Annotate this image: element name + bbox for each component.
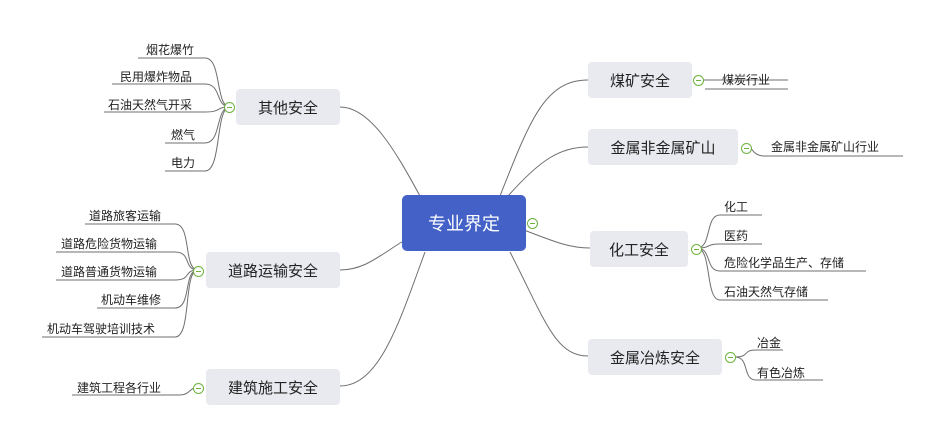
collapse-toggle-icon[interactable]: [193, 266, 204, 277]
leaf-other-2[interactable]: 石油天然气开采: [108, 98, 193, 112]
branch-node-chemical[interactable]: 化工安全: [590, 231, 688, 267]
connector-coal: [499, 79, 589, 197]
collapse-toggle-icon[interactable]: [741, 143, 752, 154]
leaf-metal-mine-0[interactable]: 金属非金属矿山行业: [771, 140, 880, 154]
leaf-other-3[interactable]: 燃气: [171, 128, 196, 142]
collapse-toggle-icon[interactable]: [527, 218, 538, 229]
leaf-chemical-1[interactable]: 医药: [724, 229, 749, 243]
leaf-metallurgy-1[interactable]: 有色冶炼: [757, 366, 806, 380]
branch-node-coal[interactable]: 煤矿安全: [588, 62, 692, 98]
leaf-coal-0[interactable]: 煤炭行业: [722, 73, 771, 87]
connector-metal-mine: [507, 146, 589, 197]
branch-node-road[interactable]: 道路运输安全: [206, 252, 340, 288]
branch-node-metal-mine[interactable]: 金属非金属矿山: [588, 129, 738, 165]
leaf-chemical-3[interactable]: 石油天然气存储: [724, 285, 809, 299]
connector-chemical: [523, 229, 591, 249]
leaf-other-4[interactable]: 电力: [171, 156, 196, 170]
leaf-other-0[interactable]: 烟花爆竹: [146, 43, 195, 57]
leaf-chemical-2[interactable]: 危险化学品生产、存储: [724, 256, 845, 270]
connector-other: [339, 106, 421, 197]
branch-node-other[interactable]: 其他安全: [236, 89, 340, 125]
leaf-construction-0[interactable]: 建筑工程各行业: [77, 381, 162, 395]
leaf-road-2[interactable]: 道路普通货物运输: [61, 265, 158, 279]
branch-node-construction[interactable]: 建筑施工安全: [206, 369, 340, 405]
leaf-metallurgy-0[interactable]: 冶金: [757, 336, 782, 350]
collapse-toggle-icon[interactable]: [691, 244, 702, 255]
collapse-toggle-icon[interactable]: [693, 75, 704, 86]
connector-metallurgy: [509, 251, 589, 357]
leaf-road-0[interactable]: 道路旅客运输: [89, 209, 162, 223]
leaf-chemical-0[interactable]: 化工: [724, 200, 749, 214]
collapse-toggle-icon[interactable]: [224, 102, 235, 113]
connector-construction: [339, 251, 426, 387]
branch-node-metallurgy[interactable]: 金属冶炼安全: [588, 339, 722, 375]
leaf-road-3[interactable]: 机动车维修: [101, 293, 162, 307]
leaf-line-metallurgy: [734, 349, 783, 358]
leaf-road-4[interactable]: 机动车驾驶培训技术: [47, 322, 156, 336]
collapse-toggle-icon[interactable]: [725, 352, 736, 363]
collapse-toggle-icon[interactable]: [193, 383, 204, 394]
center-node[interactable]: 专业界定: [402, 195, 526, 251]
connector-road: [339, 239, 406, 271]
leaf-other-1[interactable]: 民用爆炸物品: [120, 70, 193, 84]
leaf-line-metal-mine: [750, 147, 903, 157]
leaf-road-1[interactable]: 道路危险货物运输: [61, 237, 158, 251]
